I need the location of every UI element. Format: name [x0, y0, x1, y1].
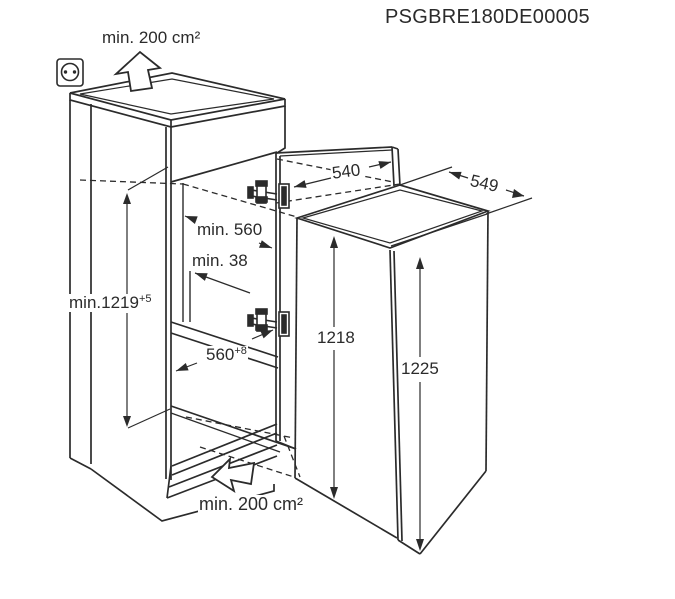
airflow-up-arrow-icon [113, 50, 163, 93]
airflow-left-arrow-icon [210, 456, 256, 494]
bottom-vent-label: min. 200 cm² [198, 494, 305, 514]
niche-height-tolerance: +5 [138, 293, 152, 305]
top-vent-label: min. 200 cm² [102, 28, 201, 47]
niche-width-value: 560 [206, 345, 235, 364]
dimension-arrowheads [123, 161, 524, 551]
niche-width-dim: 560+8 [205, 345, 248, 364]
niche-width-tolerance: +8 [234, 345, 247, 357]
niche-height-dim: min.1219+5 [68, 293, 153, 312]
niche-height-value: min.1219 [69, 293, 139, 312]
cabinet-housing [69, 72, 297, 522]
niche-depth-dim: min. 560 [196, 220, 264, 239]
door-width-dim: 540 [330, 160, 363, 183]
door-height-dim: 1225 [400, 359, 440, 378]
part-number: PSGBRE180DE00005 [385, 6, 590, 28]
top-hinge [247, 180, 290, 209]
power-socket-icon [56, 58, 84, 87]
refrigerator [294, 184, 491, 555]
appliance-height-dim: 1218 [316, 328, 356, 347]
hidden-edge-dashes [79, 158, 401, 478]
rear-clearance-dim: min. 38 [191, 251, 249, 270]
